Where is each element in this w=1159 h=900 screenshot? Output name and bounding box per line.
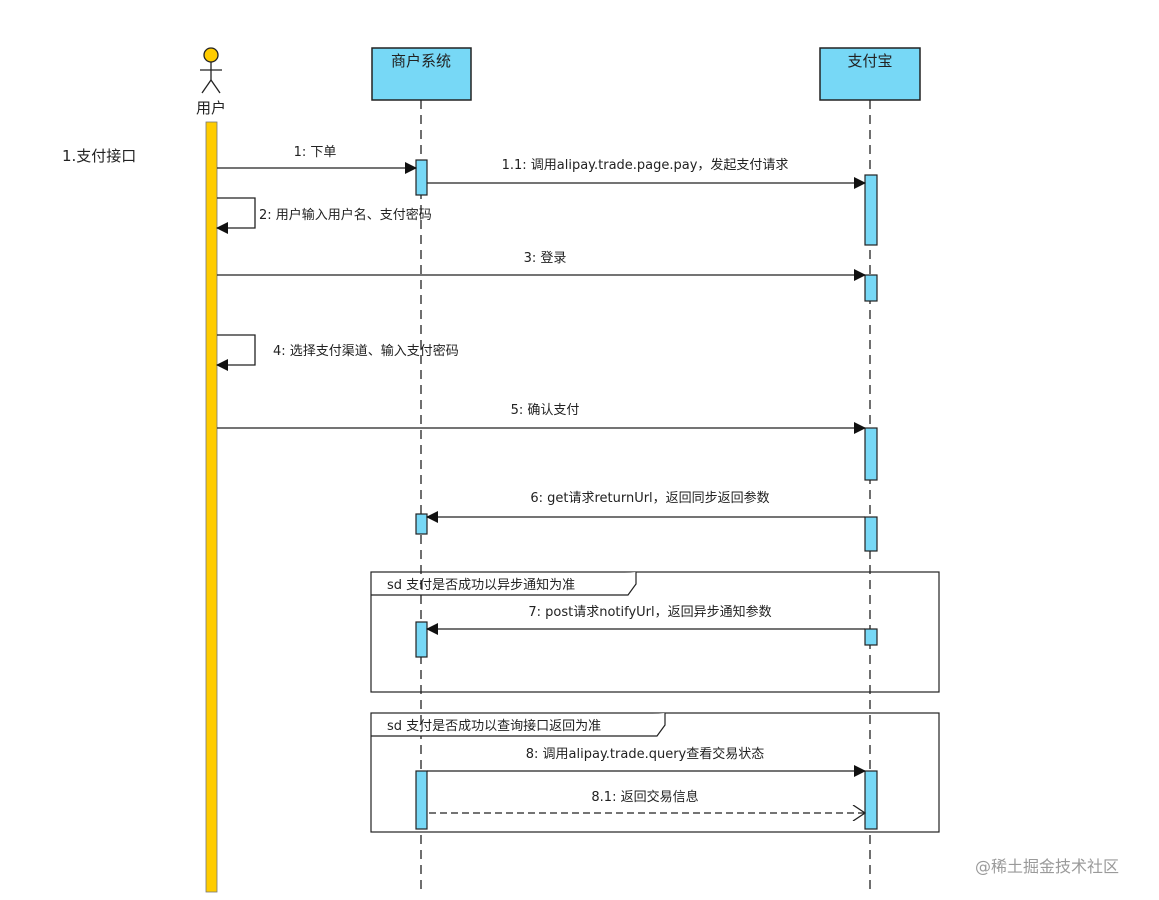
message-2-self-arrow xyxy=(216,197,256,234)
message-4-label: 4: 选择支付渠道、输入支付密码 xyxy=(273,343,459,359)
message-1-1-label: 1.1: 调用alipay.trade.page.pay，发起支付请求 xyxy=(502,157,789,173)
actor-label: 用户 xyxy=(196,99,226,117)
message-1-label: 1: 下单 xyxy=(294,145,337,160)
alipay-activation xyxy=(864,274,878,302)
alipay-activation xyxy=(864,516,878,552)
alipay-activation xyxy=(864,427,878,481)
watermark: @稀土掘金技术社区 xyxy=(975,857,1119,876)
participant-label: 商户系统 xyxy=(391,52,451,70)
merchant-activation xyxy=(415,621,428,658)
participant-merchant: 商户系统 xyxy=(371,47,472,892)
actor-user: 用户 xyxy=(196,47,226,117)
frame-label: sd 支付是否成功以异步通知为准 xyxy=(387,577,575,593)
actor-head-icon xyxy=(203,47,219,63)
message-2-label: 2: 用户输入用户名、支付密码 xyxy=(259,207,432,223)
message-3-label: 3: 登录 xyxy=(524,251,567,266)
user-activation-bar xyxy=(205,121,218,893)
merchant-activation xyxy=(415,513,428,535)
message-4-self-arrow xyxy=(216,334,256,371)
merchant-activation xyxy=(415,770,428,830)
frame-query: sd 支付是否成功以查询接口返回为准 xyxy=(370,712,940,833)
participant-label: 支付宝 xyxy=(847,52,892,70)
frame-label: sd 支付是否成功以查询接口返回为准 xyxy=(387,718,601,734)
alipay-activation xyxy=(864,628,878,646)
message-8-1-label: 8.1: 返回交易信息 xyxy=(591,789,698,805)
message-8-label: 8: 调用alipay.trade.query查看交易状态 xyxy=(526,746,764,762)
section-title: 1.支付接口 xyxy=(62,147,136,165)
message-7-label: 7: post请求notifyUrl，返回异步通知参数 xyxy=(528,604,771,620)
frame-async-notify: sd 支付是否成功以异步通知为准 xyxy=(370,571,940,693)
alipay-activation xyxy=(864,770,878,830)
activations xyxy=(415,159,878,830)
message-5-label: 5: 确认支付 xyxy=(511,403,580,418)
message-6-label: 6: get请求returnUrl，返回同步返回参数 xyxy=(530,490,769,506)
participant-alipay: 支付宝 xyxy=(819,47,921,892)
merchant-activation xyxy=(415,159,428,196)
alipay-activation xyxy=(864,174,878,246)
